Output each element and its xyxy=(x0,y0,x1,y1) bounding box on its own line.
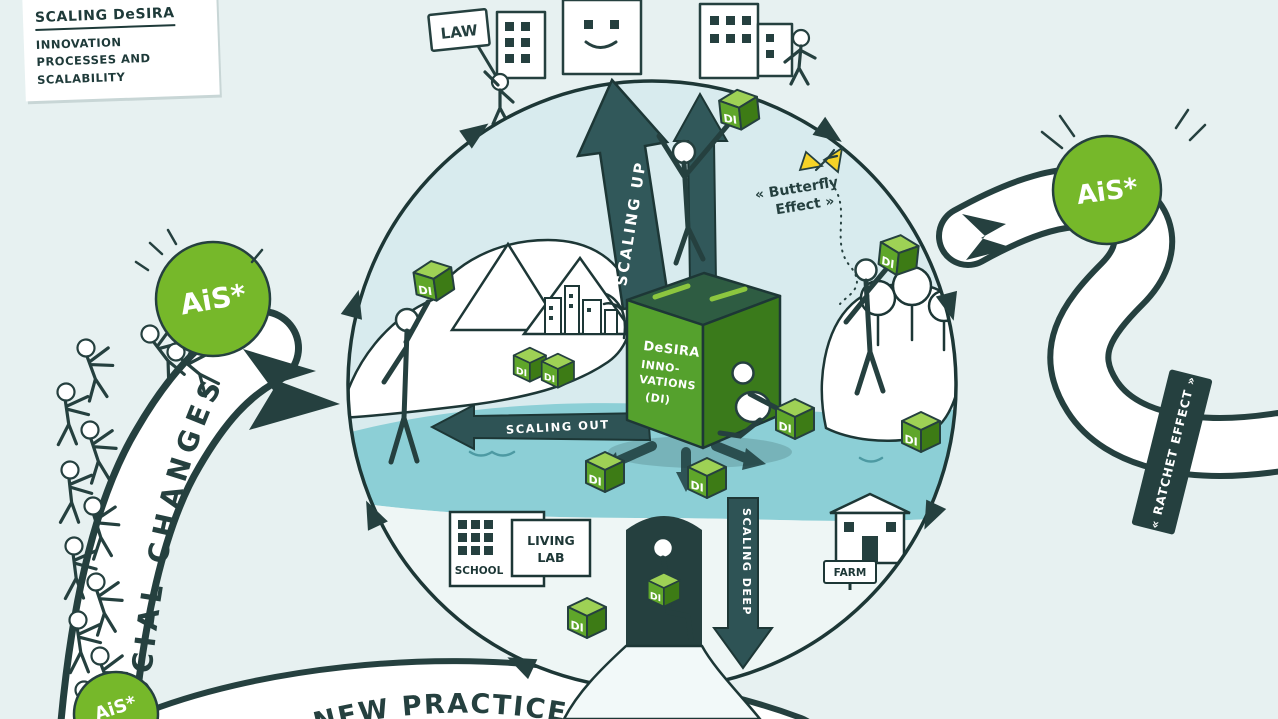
living-lab-line2: LAB xyxy=(537,550,564,565)
palm-tree xyxy=(602,292,644,340)
farm-label: FARM xyxy=(834,567,867,579)
crowd-figure xyxy=(80,420,118,485)
building-windows xyxy=(505,22,530,63)
law-sign-pole xyxy=(476,44,498,78)
top-city: LAW xyxy=(427,0,817,126)
ais-ball-right: AiS* xyxy=(1051,134,1163,246)
figure-on-cube xyxy=(656,110,741,266)
di-cube xyxy=(567,597,607,639)
crowd-figure xyxy=(58,460,94,524)
building-face xyxy=(584,20,619,49)
ais-ball-left: AiS* xyxy=(134,228,272,358)
living-lab-sign: LIVING LAB xyxy=(510,518,592,578)
scaling-arrows: SCALING OUT SCALING DEEP SCALING UP xyxy=(429,77,774,670)
di-cube xyxy=(585,451,625,493)
building xyxy=(756,22,794,78)
di-cube xyxy=(901,411,941,453)
crowd-figure xyxy=(56,382,91,447)
law-sign-label: LAW xyxy=(440,21,479,43)
di-cube xyxy=(775,398,815,440)
di-cube xyxy=(646,571,681,608)
law-sign: LAW xyxy=(427,8,491,52)
scaling-deep-label: SCALING DEEP xyxy=(740,508,753,616)
crowd-figure xyxy=(68,610,103,675)
scaling-out-label: SCALING OUT xyxy=(506,417,610,436)
farm: FARM xyxy=(823,492,951,590)
rotation-arrows xyxy=(340,116,958,680)
school-label: SCHOOL xyxy=(455,565,504,577)
motion-lines xyxy=(1040,108,1207,150)
cube-line1: DeSIRA xyxy=(642,339,700,361)
road xyxy=(562,644,762,719)
butterfly-trail xyxy=(825,177,858,305)
scaling-deep-arrow xyxy=(712,497,774,670)
butterfly-icon xyxy=(798,146,844,174)
title-card: SCALING DeSIRA INNOVATION PROCESSES AND … xyxy=(22,0,220,102)
building-with-face xyxy=(561,0,643,76)
waving-figure xyxy=(783,28,817,86)
living-lab-line1: LIVING xyxy=(527,533,575,548)
title: SCALING DeSIRA xyxy=(34,5,176,31)
ribbon-fold-chevron-right xyxy=(962,214,1013,260)
crowd-figure xyxy=(63,536,98,601)
building-windows xyxy=(710,16,751,43)
cube-top-streaks xyxy=(652,283,748,302)
mountain xyxy=(449,241,565,332)
figure-right-holding-cube xyxy=(843,258,896,396)
figure-left-holding-cube xyxy=(381,299,431,465)
crowd-figure xyxy=(83,496,121,561)
desira-cube: DeSIRA INNO- VATIONS (DI) xyxy=(608,271,792,468)
ratchet-ribbon: « RATCHET EFFECT » AiS* xyxy=(936,108,1278,535)
di-cube xyxy=(687,457,727,499)
hanging-figure xyxy=(483,70,515,126)
cube-line4: (DI) xyxy=(644,391,671,407)
ais-ball-bottom: AiS* xyxy=(72,670,160,719)
school-windows xyxy=(458,520,493,555)
motion-lines xyxy=(134,228,264,272)
cube-line2: INNO- xyxy=(640,358,680,376)
ribbon-fold-chevron-left xyxy=(243,349,340,430)
di-cube xyxy=(540,352,575,389)
crowd-figure xyxy=(76,338,115,403)
skyline-windows xyxy=(549,294,591,320)
crowd-figure xyxy=(86,572,124,637)
cube-shadow xyxy=(608,436,792,468)
